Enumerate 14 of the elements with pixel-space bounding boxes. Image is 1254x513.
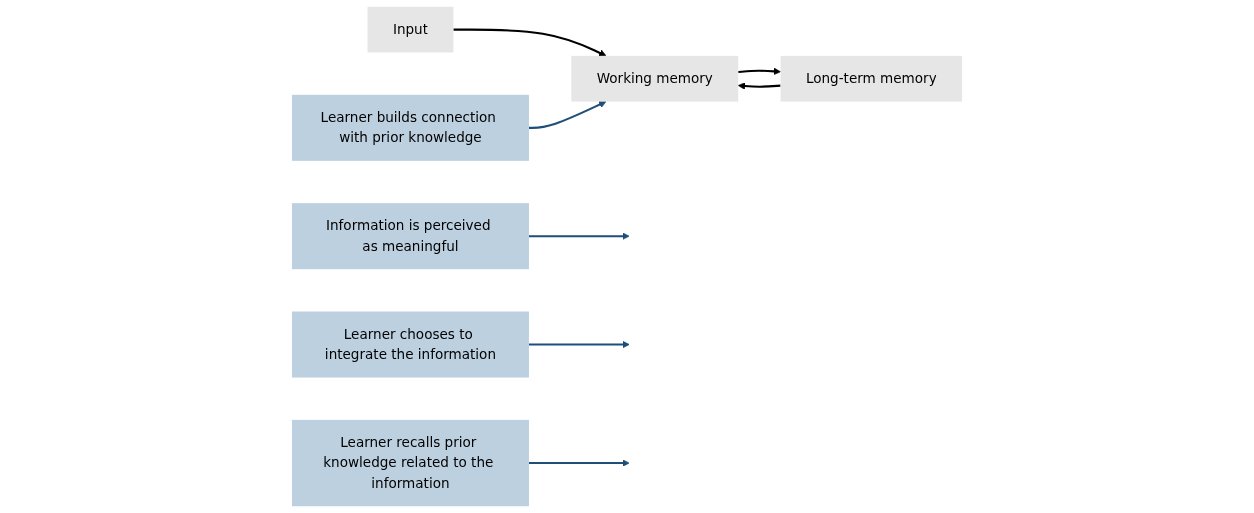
- arrow: [528, 101, 607, 129]
- node-box: Learner chooses to integrate the information: [291, 311, 529, 378]
- arrow: [738, 67, 781, 76]
- node-box: Information is perceived as meaningful: [291, 203, 529, 270]
- arrow: [737, 82, 781, 90]
- node-box: Long-term memory: [780, 55, 963, 102]
- node-box: Learner builds connection with prior knowledge: [291, 94, 529, 161]
- arrow: [453, 28, 607, 57]
- node-box: Working memory: [571, 55, 739, 102]
- arrow: [528, 459, 630, 467]
- arrow: [528, 232, 630, 240]
- node-box: Input: [367, 6, 454, 53]
- arrow: [528, 340, 630, 349]
- node-box: Learner recalls prior knowledge related to the information: [291, 419, 529, 507]
